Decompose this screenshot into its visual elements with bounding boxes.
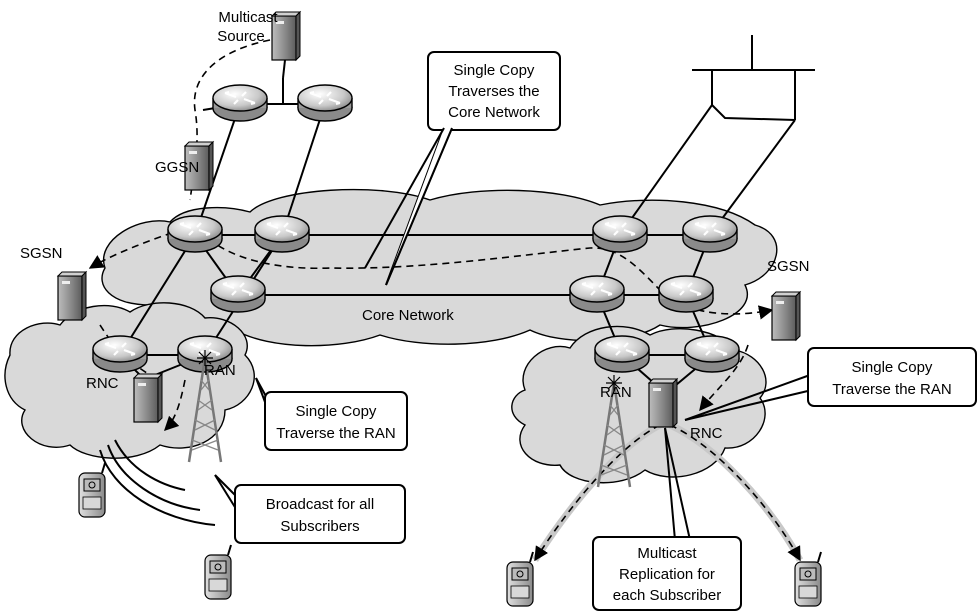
callout-core-line2: Traverses the bbox=[448, 83, 539, 100]
upstream-tree bbox=[692, 35, 815, 121]
router-icon bbox=[591, 214, 649, 254]
callout-core-line1: Single Copy bbox=[454, 62, 535, 79]
router-icon bbox=[593, 334, 651, 374]
router-icon bbox=[253, 214, 311, 254]
router-icon bbox=[209, 274, 267, 314]
sgsn-left-server-icon bbox=[57, 271, 87, 321]
multicast-source-label-line2: Source bbox=[217, 28, 265, 45]
callout-broadcast-line1: Broadcast for all bbox=[266, 496, 374, 513]
rnc-right-server-icon bbox=[648, 378, 678, 428]
callout-multicast-line2: Replication for bbox=[619, 566, 715, 583]
router-icon bbox=[91, 334, 149, 374]
mobile-phone-icon bbox=[204, 544, 232, 600]
core-network-label: Core Network bbox=[362, 307, 454, 324]
replication-paths bbox=[532, 421, 804, 562]
callout-multicast-line1: Multicast bbox=[637, 545, 697, 562]
ran-right-label: RAN bbox=[600, 384, 632, 401]
callout-ran-left-line2: Traverse the RAN bbox=[276, 425, 395, 442]
callout-ran-right: Single Copy Traverse the RAN bbox=[684, 347, 977, 421]
router-icon bbox=[166, 214, 224, 254]
callout-ran-left-line1: Single Copy bbox=[296, 403, 377, 420]
callout-core-network: Single Copy Traverses the Core Network bbox=[364, 51, 561, 286]
router-icon bbox=[657, 274, 715, 314]
callout-ran-left: Single Copy Traverse the RAN bbox=[255, 377, 408, 451]
router-icon bbox=[211, 83, 269, 123]
callout-broadcast: Broadcast for all Subscribers bbox=[214, 474, 406, 544]
callout-ran-right-line1: Single Copy bbox=[852, 359, 933, 376]
callout-ran-right-line2: Traverse the RAN bbox=[832, 381, 951, 398]
sgsn-right-server-icon bbox=[771, 291, 801, 341]
sgsn-left-label: SGSN bbox=[20, 245, 63, 262]
ran-left-label: RAN bbox=[204, 362, 236, 379]
callout-multicast-line3: each Subscriber bbox=[613, 587, 721, 604]
callout-broadcast-line2: Subscribers bbox=[280, 518, 359, 535]
mobile-phone-icon bbox=[506, 551, 534, 607]
ggsn-label: GGSN bbox=[155, 159, 199, 176]
router-icon bbox=[296, 83, 354, 123]
rnc-left-label: RNC bbox=[86, 375, 119, 392]
sgsn-right-label: SGSN bbox=[767, 258, 810, 275]
router-icon bbox=[683, 334, 741, 374]
callout-core-line3: Core Network bbox=[448, 104, 540, 121]
multicast-source-label-line1: Multicast bbox=[218, 9, 278, 26]
rnc-right-label: RNC bbox=[690, 425, 723, 442]
router-icon bbox=[681, 214, 739, 254]
router-icon bbox=[568, 274, 626, 314]
mobile-phone-icon bbox=[78, 462, 106, 518]
rnc-left-server-icon bbox=[133, 373, 163, 423]
callout-multicast-replication: Multicast Replication for each Subscribe… bbox=[592, 427, 742, 611]
